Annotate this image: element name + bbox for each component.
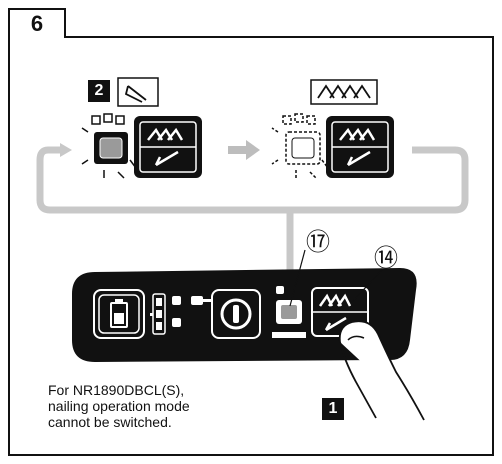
single-mode-icon-header [117,77,159,107]
callout-14-leader [351,269,383,303]
mode-indicator-led [272,286,306,338]
contact-mode-icon-header [310,79,378,105]
single-nail-icon [124,85,147,103]
mode-transition-arrow [228,140,260,160]
step-badge-1: 1 [322,398,344,420]
contact-mode-panel-illustration [271,113,394,179]
power-button [211,289,261,339]
control-panel [72,268,417,362]
status-led [191,296,203,305]
battery-button [93,289,145,339]
battery-led-1 [172,296,181,305]
loop-arrow-head [60,143,72,157]
step-badge-2: 2 [88,80,110,102]
battery-led-2 [172,318,181,327]
pointing-finger-icon [338,320,425,421]
single-mode-panel-illustration [81,113,202,179]
battery-level-indicator [150,293,166,335]
callout-14: ⑭ [374,244,398,272]
note-line-1: For NR1890DBCL(S), [48,382,185,398]
battery-icon [110,299,128,328]
model-note: For NR1890DBCL(S), nailing operation mod… [48,382,278,430]
figure-frame [8,36,494,456]
note-line-2: nailing operation mode [48,398,190,414]
contact-nail-icon [317,84,371,99]
callout-17-leader [289,249,306,307]
note-line-3: cannot be switched. [48,414,172,430]
mode-cycle-loop [36,146,469,214]
step-number: 6 [8,8,66,38]
callout-17: ⑰ [306,228,330,256]
power-icon [220,298,252,330]
